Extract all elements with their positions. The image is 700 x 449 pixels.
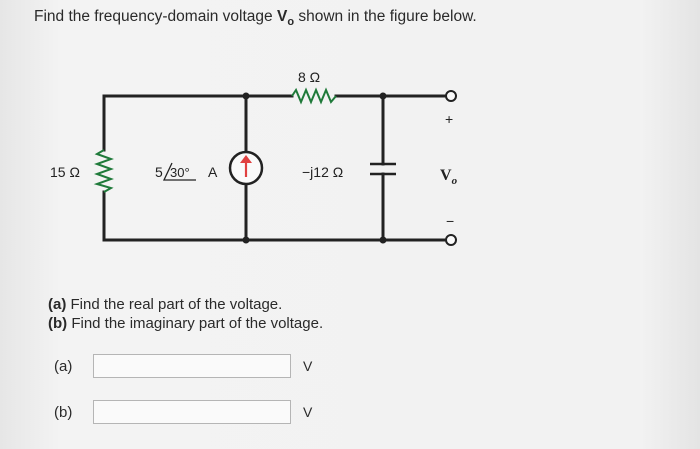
question-prefix: Find the frequency-domain voltage	[34, 8, 277, 25]
answer-b-unit: V	[303, 404, 313, 420]
label-output-voltage: Vo	[440, 167, 458, 187]
label-source-angle: 30°	[170, 165, 190, 180]
label-r-top: 8 Ω	[298, 69, 320, 85]
vo-variable: Vo	[276, 8, 295, 29]
answer-b-label: (b)	[54, 404, 73, 421]
question-parts: (a) Find the real part of the voltage. (…	[48, 296, 323, 334]
label-r-left: 15 Ω	[50, 164, 80, 180]
junction-top-cap	[379, 92, 387, 100]
part-a-text: (a) Find the real part of the voltage.	[48, 296, 283, 313]
arrow-up-icon	[240, 155, 252, 163]
answer-a-label: (a)	[54, 358, 73, 375]
resistor-15-ohm	[93, 149, 114, 193]
terminal-bottom	[445, 234, 457, 246]
answer-a-unit: V	[303, 358, 313, 374]
resistor-8-ohm	[291, 87, 337, 105]
question-text: Find the frequency-domain voltage Vo sho…	[34, 8, 477, 28]
junction-top-source	[242, 92, 250, 100]
junction-bottom-cap	[379, 236, 387, 244]
label-source-mag: 5	[155, 164, 163, 180]
terminal-top	[445, 90, 457, 102]
part-b-text: (b) Find the imaginary part of the volta…	[48, 315, 324, 332]
label-capacitor: −j12 Ω	[302, 164, 343, 180]
label-plus: +	[445, 111, 453, 127]
junction-bottom-source	[242, 236, 250, 244]
answer-b-input[interactable]	[93, 400, 291, 424]
label-minus: −	[446, 213, 454, 229]
question-suffix: shown in the figure below.	[294, 8, 477, 25]
phasor-angle-symbol	[162, 162, 196, 181]
label-source-unit: A	[208, 164, 218, 180]
answer-a-input[interactable]	[93, 354, 291, 378]
